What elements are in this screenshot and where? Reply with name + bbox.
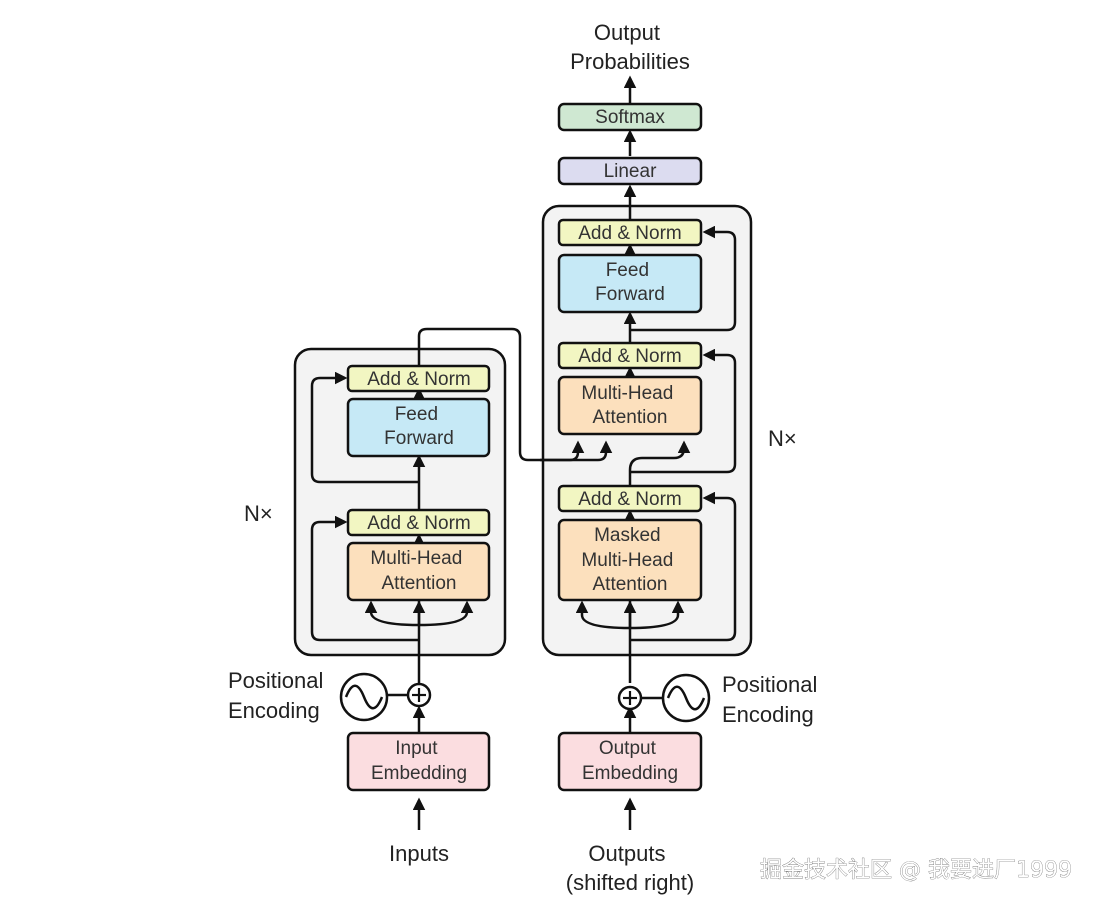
svg-text:Linear: Linear <box>604 161 657 182</box>
decoder-positional-encoding-label: Positional Encoding <box>722 672 824 727</box>
encoder-positional-encoding-label: Positional Encoding <box>228 668 330 723</box>
decoder-cross-attention: Multi-Head Attention <box>557 375 703 436</box>
encoder-stack <box>293 347 507 657</box>
svg-text:Softmax: Softmax <box>595 107 665 128</box>
encoder-add-norm-1: Add & Norm <box>346 508 491 537</box>
decoder-sine-wave-icon <box>661 673 711 723</box>
svg-text:Output Embedding: Output Embedding <box>582 738 678 784</box>
decoder-feed-forward: Feed Forward <box>557 253 703 314</box>
decoder-add-icon <box>617 685 643 711</box>
encoder-sine-wave-icon <box>339 672 389 722</box>
encoder-add-icon <box>406 682 432 708</box>
output-embedding-box: Output Embedding <box>557 731 703 792</box>
softmax-box: Softmax <box>557 102 703 132</box>
svg-text:Add & Norm: Add & Norm <box>367 369 470 390</box>
svg-text:Add & Norm: Add & Norm <box>578 346 681 367</box>
decoder-masked-attention: Masked Multi-Head Attention <box>557 518 703 602</box>
outputs-label: Outputs (shifted right) <box>566 841 694 895</box>
decoder-nx-label: N× <box>768 426 797 451</box>
svg-text:Add & Norm: Add & Norm <box>367 513 470 534</box>
encoder-feed-forward: Feed Forward <box>346 397 491 458</box>
encoder-add-norm-2: Add & Norm <box>346 364 491 393</box>
svg-text:Add & Norm: Add & Norm <box>578 489 681 510</box>
svg-text:Multi-Head Attention: Multi-Head Attention <box>370 548 467 594</box>
encoder-nx-label: N× <box>244 501 273 526</box>
watermark: 掘金技术社区 @ 我要进厂1999 <box>760 858 1072 883</box>
decoder-add-norm-3: Add & Norm <box>557 218 703 247</box>
svg-text:Feed Forward: Feed Forward <box>595 260 665 305</box>
decoder-add-norm-2: Add & Norm <box>557 341 703 370</box>
encoder-attention: Multi-Head Attention <box>346 541 491 602</box>
svg-text:Feed Forward: Feed Forward <box>384 404 454 449</box>
svg-text:Add & Norm: Add & Norm <box>578 223 681 244</box>
output-probabilities-label: Output Probabilities <box>570 20 690 74</box>
linear-box: Linear <box>557 156 703 186</box>
input-embedding-box: Input Embedding <box>346 731 491 792</box>
svg-text:Multi-Head Attention: Multi-Head Attention <box>581 383 678 428</box>
svg-text:Input Embedding: Input Embedding <box>371 738 467 784</box>
inputs-label: Inputs <box>389 841 449 866</box>
connections <box>310 75 737 830</box>
svg-text:Masked Multi-Head: Masked Multi-Head Attention <box>581 525 678 595</box>
decoder-add-norm-1: Add & Norm <box>557 484 703 513</box>
